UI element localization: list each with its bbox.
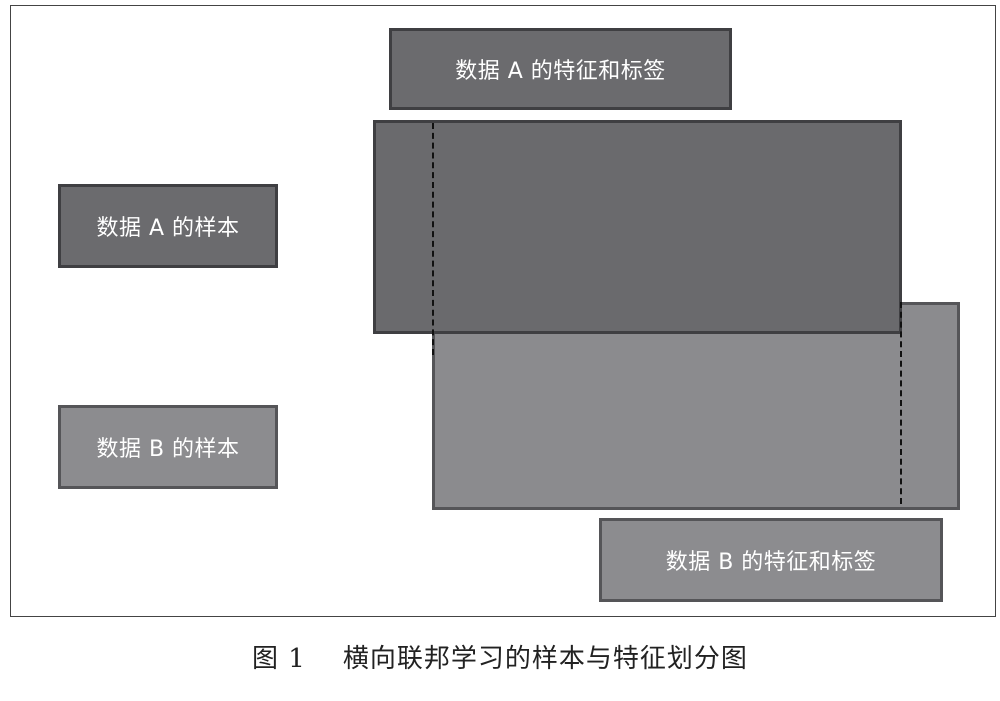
- samples-b-box: 数据 B 的样本: [58, 405, 278, 489]
- dataset-a-region: [373, 120, 902, 334]
- features-b-box: 数据 B 的特征和标签: [599, 518, 943, 602]
- features-b-label: 数据 B 的特征和标签: [665, 550, 877, 575]
- figure-caption: 图 1 横向联邦学习的样本与特征划分图: [0, 638, 1000, 675]
- caption-text: 横向联邦学习的样本与特征划分图: [342, 644, 748, 674]
- right-dashed-line: [900, 302, 902, 504]
- caption-number: 图 1: [252, 644, 306, 674]
- features-a-label: 数据 A 的特征和标签: [455, 59, 666, 84]
- dataset-b-region: [432, 302, 960, 510]
- features-a-box: 数据 A 的特征和标签: [389, 28, 732, 110]
- samples-b-label: 数据 B 的样本: [96, 437, 240, 462]
- samples-a-box: 数据 A 的样本: [58, 184, 278, 268]
- samples-a-label: 数据 A 的样本: [96, 216, 240, 241]
- left-dashed-line: [432, 123, 434, 355]
